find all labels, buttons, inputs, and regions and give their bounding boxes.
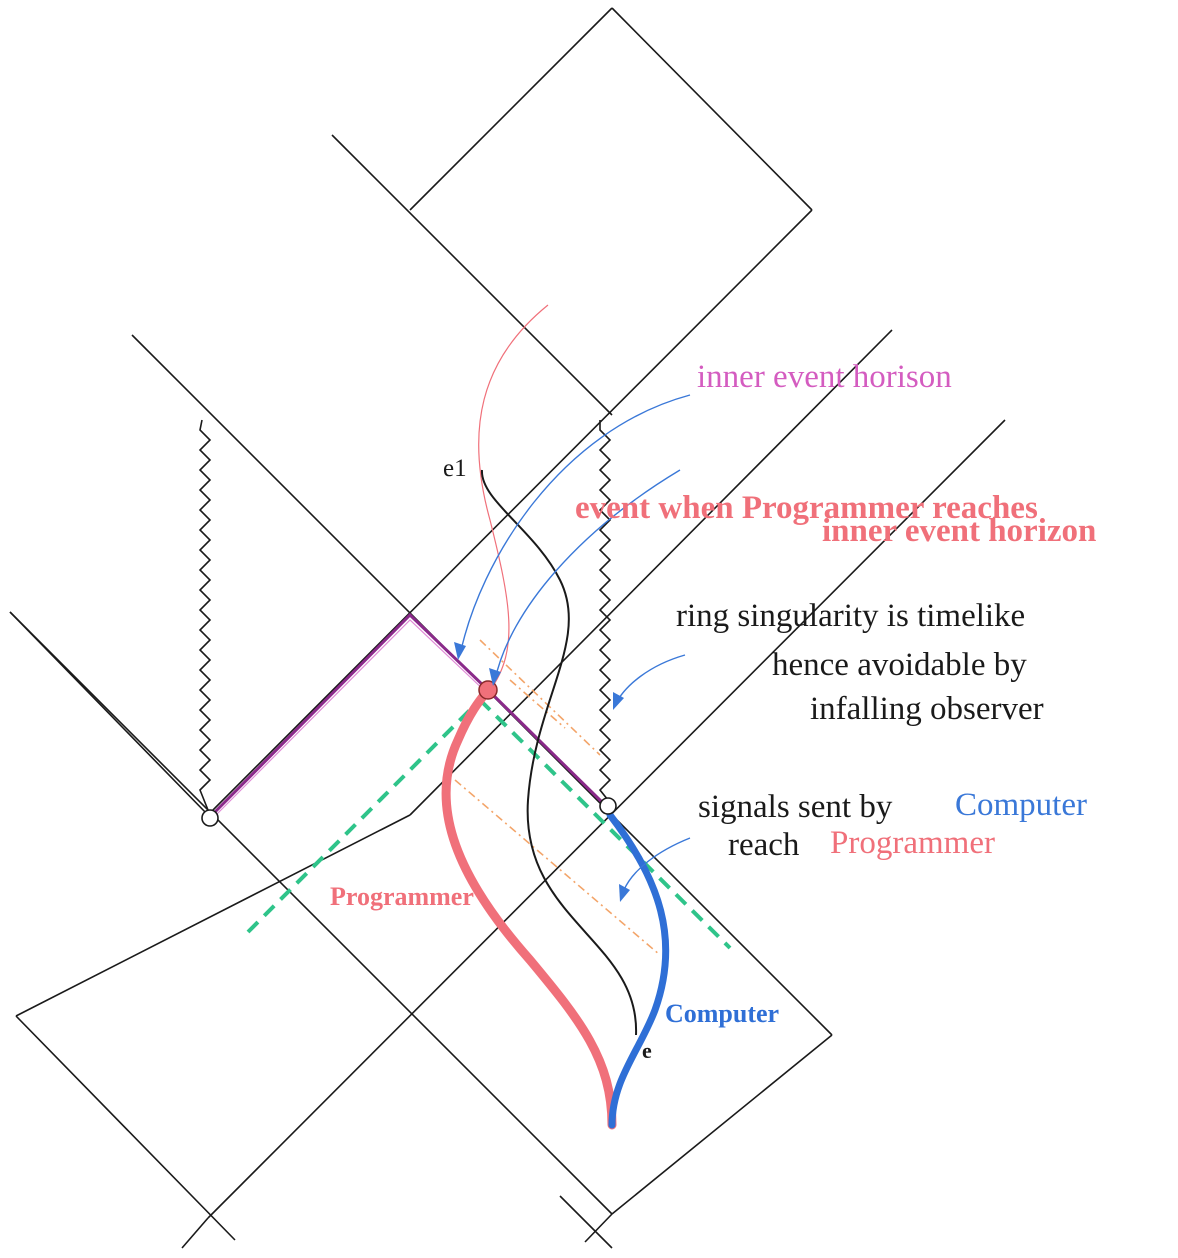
ring-singularity-right: [598, 420, 612, 801]
e-label: e: [642, 1038, 652, 1063]
signals-reach-label: reach: [728, 827, 800, 863]
programmer-event-point: [478, 680, 498, 700]
grid-line: [409, 7, 613, 211]
observer-worldline: [480, 469, 638, 1036]
grid-line: [15, 1015, 236, 1241]
grid-line: [9, 611, 209, 816]
programmer-label: Programmer: [330, 882, 474, 911]
grid-line: [9, 611, 613, 1215]
diagram-grid: [9, 7, 1006, 1249]
signals-prefix-label: signals sent by: [698, 789, 893, 825]
ring-label-line1: ring singularity is timelike: [676, 598, 1025, 634]
inner-horizon-label: inner event horison: [697, 359, 952, 395]
signal-dash-lines: [246, 698, 732, 950]
annotation-arrows: [459, 394, 691, 896]
grid-line: [611, 1034, 833, 1215]
grid-line: [207, 419, 1006, 1219]
grid-line: [584, 1213, 613, 1243]
grid-line: [181, 1217, 209, 1249]
thin-pink-worldline: [478, 304, 549, 691]
ring-label-line2: hence avoidable by: [772, 647, 1027, 683]
arrow-event: [494, 469, 681, 681]
grid-line: [611, 7, 813, 211]
programmer-worldline: [441, 685, 617, 1130]
open-point-right: [599, 797, 617, 815]
grid-line: [559, 1195, 613, 1249]
inner-horizon-line: [210, 612, 608, 817]
grid-line: [331, 134, 613, 416]
computer-label: Computer: [665, 999, 779, 1028]
event-label-line1: event when Programmer reaches: [575, 490, 1038, 526]
e1-label: e1: [443, 455, 467, 482]
ring-singularity-left: [198, 419, 212, 811]
signal-orange-lines: [454, 639, 661, 956]
computer-worldline: [606, 811, 670, 1129]
arrow-heads: [454, 642, 630, 902]
arrow-singularity: [614, 654, 686, 706]
grid-line: [207, 209, 813, 816]
ring-label-line3: infalling observer: [810, 691, 1044, 727]
grid-line: [409, 329, 893, 816]
grid-line: [611, 814, 833, 1036]
signals-computer-label: Computer: [955, 787, 1087, 823]
grid-line: [15, 814, 411, 1017]
arrow-inner-horizon: [459, 394, 691, 656]
open-point-left: [201, 809, 219, 827]
event-label-line2: inner event horizon: [822, 513, 1096, 549]
signals-programmer-label: Programmer: [830, 825, 995, 861]
